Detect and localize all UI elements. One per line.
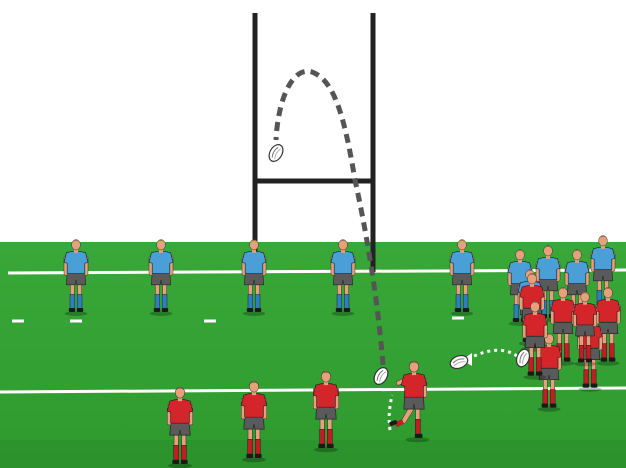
ball-in-flight [266,142,285,164]
pitch-shadow [0,440,626,468]
